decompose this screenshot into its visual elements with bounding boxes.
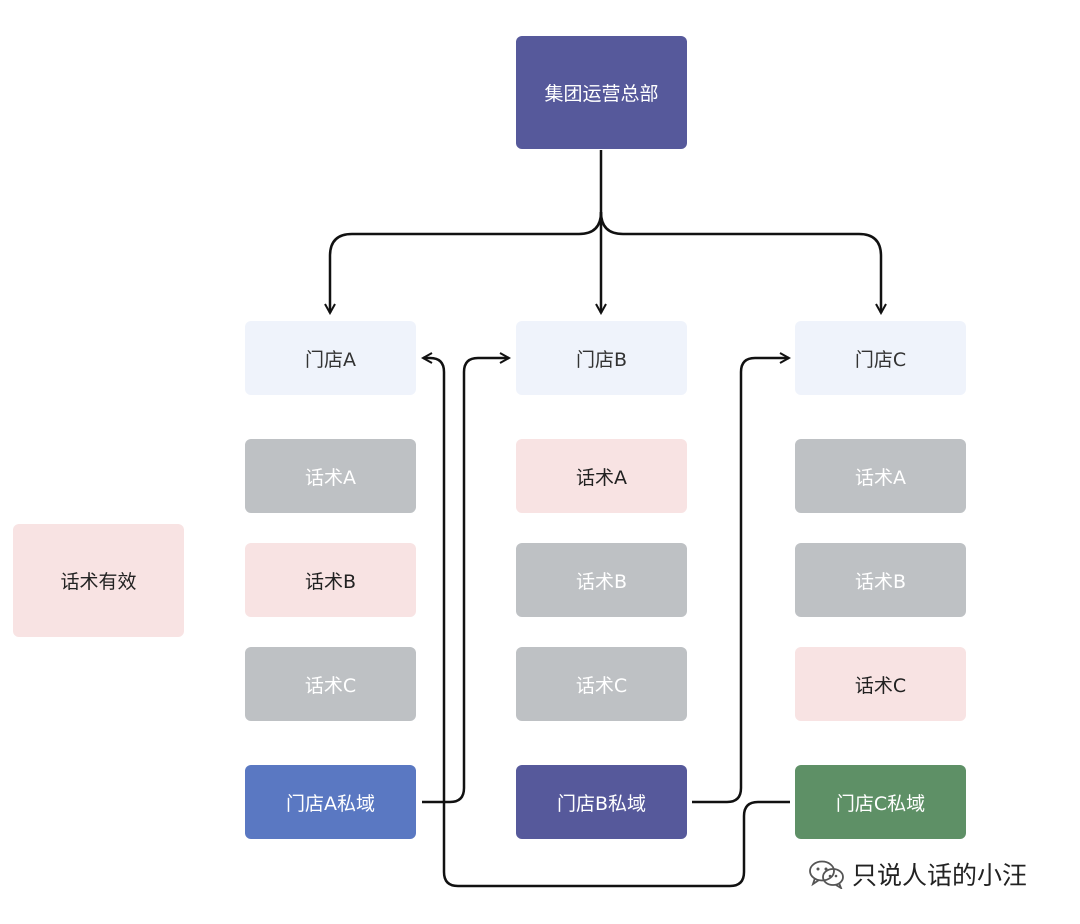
store-b-label: 门店B — [575, 348, 628, 371]
hq-node: 集团运营总部 — [516, 36, 687, 149]
hq-label: 集团运营总部 — [544, 83, 659, 105]
watermark-text: 只说人话的小汪 — [852, 861, 1028, 890]
script-label: 话术A — [855, 466, 906, 489]
domain-b-to-store-c-arrow — [692, 358, 789, 804]
store-c-script-b: 话术B — [795, 543, 966, 617]
store-b-script-a: 话术A — [516, 439, 687, 513]
private-domain-label: 门店B私域 — [556, 792, 647, 815]
script-label: 话术B — [304, 570, 357, 593]
store-c-label: 门店C — [854, 348, 907, 371]
hq-to-store-a-arrow — [330, 211, 603, 313]
script-label: 话术A — [305, 466, 356, 489]
store-c-node: 门店C — [795, 321, 966, 395]
store-a-script-c: 话术C — [245, 647, 416, 721]
store-a-label: 门店A — [305, 348, 356, 371]
watermark: 只说人话的小汪 — [808, 856, 1027, 892]
store-c-private-domain: 门店C私域 — [795, 765, 966, 839]
hq-to-store-c-arrow — [599, 211, 881, 313]
store-b-private-domain: 门店B私域 — [516, 765, 687, 839]
store-b-script-c: 话术C — [516, 647, 687, 721]
store-a-script-b: 话术B — [245, 543, 416, 617]
script-label: 话术B — [854, 570, 907, 593]
script-label: 话术B — [575, 570, 628, 593]
store-c-script-a: 话术A — [795, 439, 966, 513]
store-a-private-domain: 门店A私域 — [245, 765, 416, 839]
private-domain-label: 门店A私域 — [286, 792, 375, 815]
legend-label: 话术有效 — [60, 571, 137, 593]
store-c-script-c: 话术C — [795, 647, 966, 721]
store-a-node: 门店A — [245, 321, 416, 395]
store-b-node: 门店B — [516, 321, 687, 395]
private-domain-label: 门店C私域 — [835, 792, 926, 815]
script-label: 话术C — [575, 674, 628, 697]
store-b-script-b: 话术B — [516, 543, 687, 617]
domain-a-to-store-b-arrow — [422, 358, 509, 804]
legend-effective-script: 话术有效 — [13, 524, 184, 637]
script-label: 话术C — [304, 674, 357, 697]
domain-c-to-store-a-arrow — [423, 358, 790, 888]
script-label: 话术C — [854, 674, 907, 697]
script-label: 话术A — [576, 466, 627, 489]
wechat-icon — [809, 860, 844, 889]
store-a-script-a: 话术A — [245, 439, 416, 513]
